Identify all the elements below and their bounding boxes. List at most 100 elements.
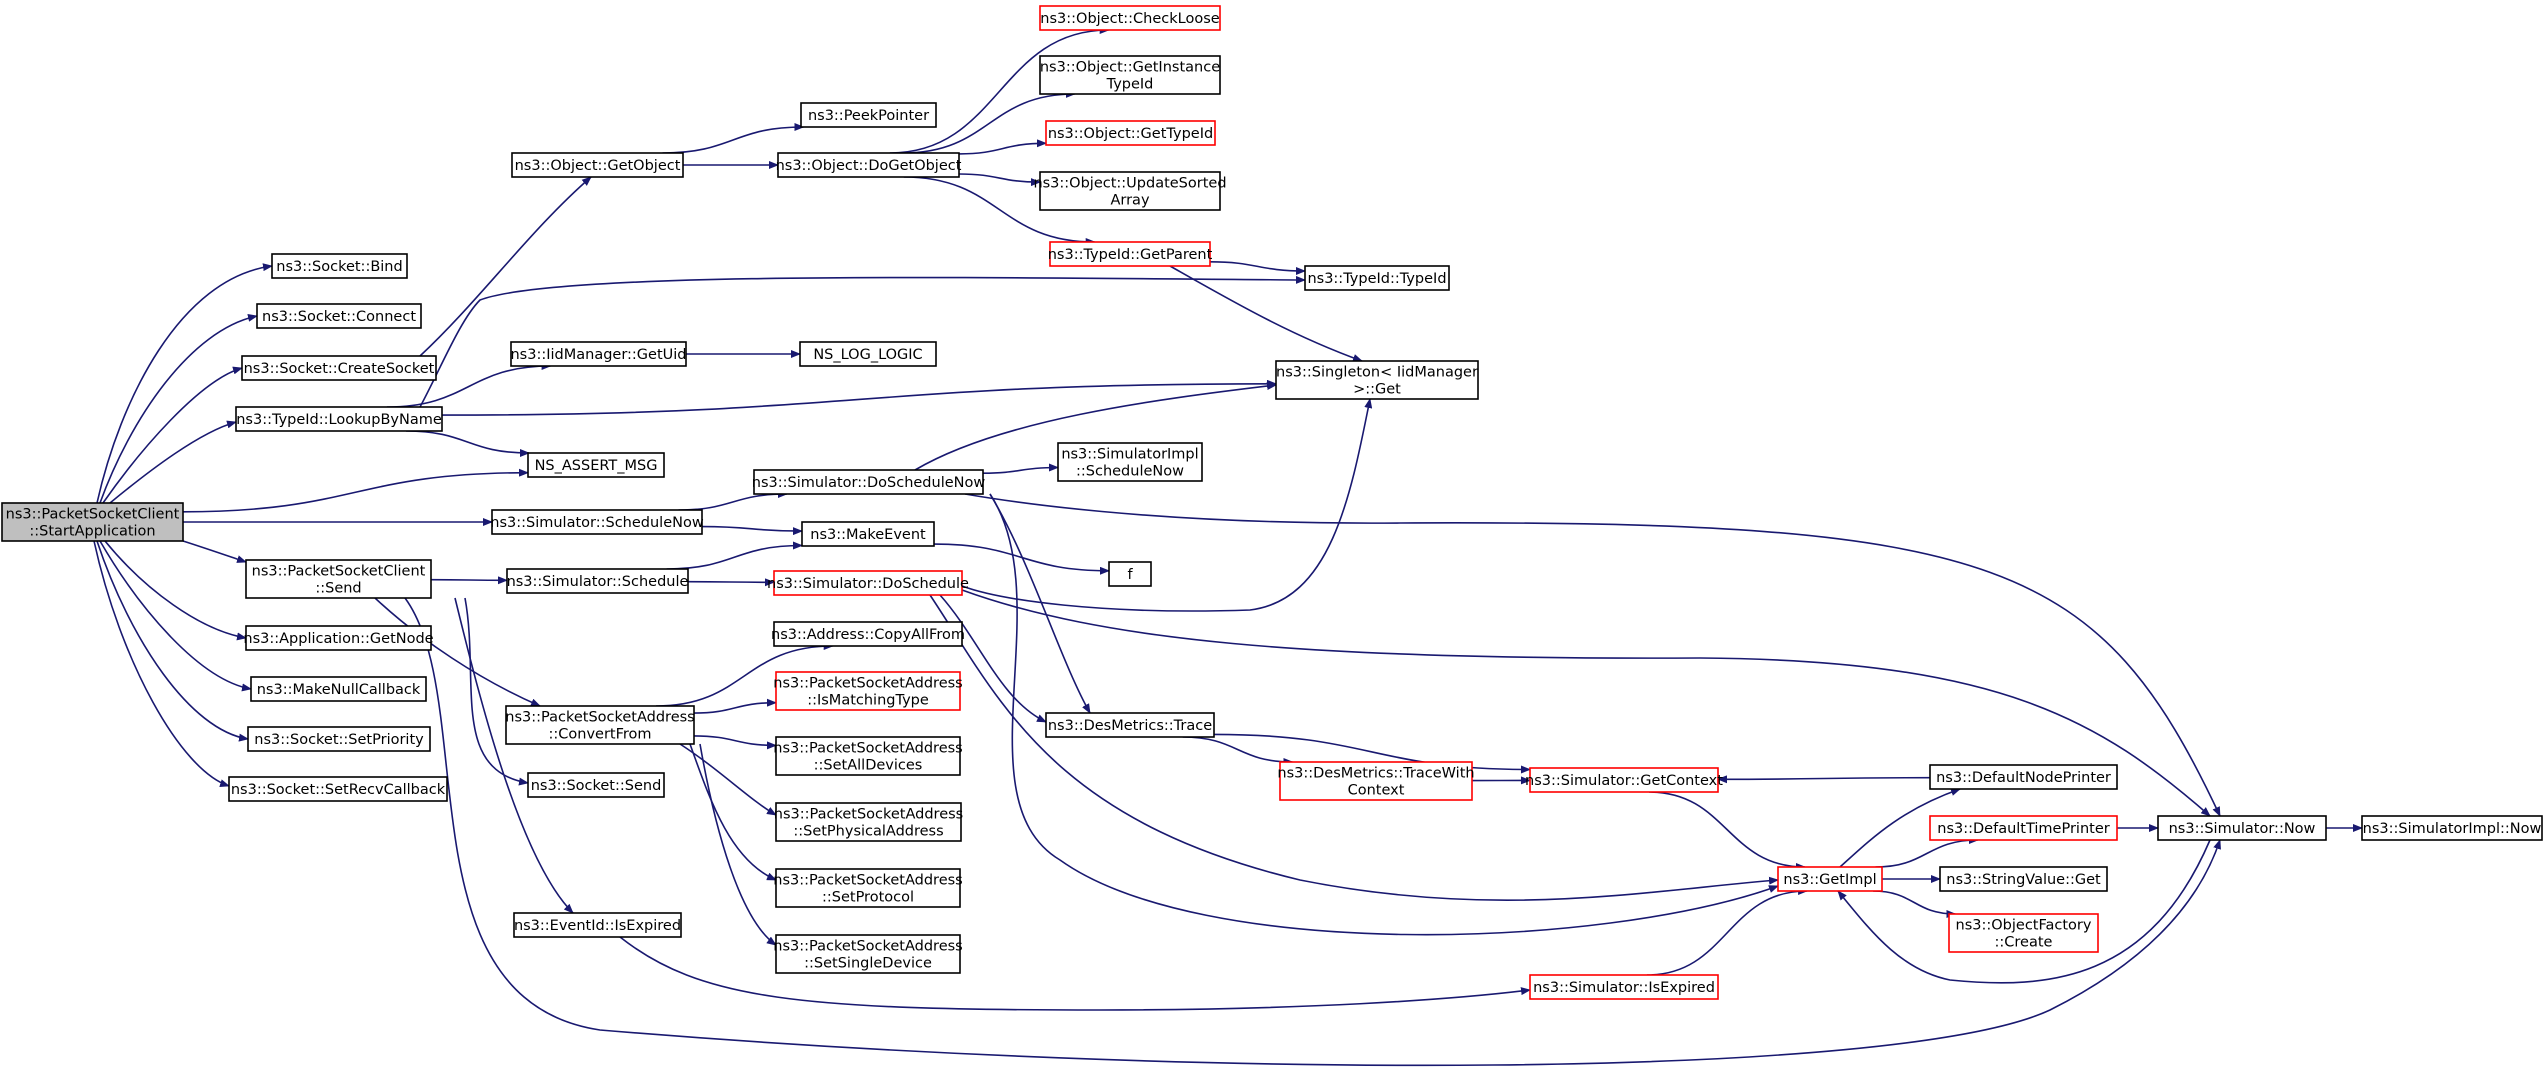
node-box-createsocket[interactable] [241, 355, 437, 381]
node-box-simimplnow[interactable] [2361, 815, 2543, 841]
node-box-ismatchingtype[interactable] [775, 671, 961, 711]
node-setrecvcb[interactable]: ns3::Socket::SetRecvCallback [228, 776, 448, 802]
node-checkloose[interactable]: ns3::Object::CheckLoose [1039, 5, 1221, 31]
node-f[interactable]: f [1108, 561, 1152, 587]
node-defnodeprinter[interactable]: ns3::DefaultNodePrinter [1929, 764, 2118, 790]
node-box-f[interactable] [1108, 561, 1152, 587]
node-iidgetuid[interactable]: ns3::IidManager::GetUid [510, 341, 687, 367]
node-box-updatesorted[interactable] [1039, 171, 1221, 211]
node-box-getinstancetid[interactable] [1039, 55, 1221, 95]
node-box-iidgetuid[interactable] [510, 341, 687, 367]
node-box-getcontext[interactable] [1529, 767, 1719, 793]
node-box-tracewithctx[interactable] [1279, 761, 1473, 801]
node-box-isexpired[interactable] [513, 912, 682, 938]
node-singletonget[interactable]: ns3::Singleton< IidManager >::Get [1275, 360, 1479, 400]
node-nslogic[interactable]: NS_LOG_LOGIC [799, 341, 937, 367]
node-ismatchingtype[interactable]: ns3::PacketSocketAddress::IsMatchingType [773, 671, 963, 711]
node-deftimeprinter[interactable]: ns3::DefaultTimePrinter [1929, 815, 2118, 841]
node-getnode[interactable]: ns3::Application::GetNode [243, 625, 434, 651]
node-setsingledev[interactable]: ns3::PacketSocketAddress::SetSingleDevic… [773, 934, 963, 974]
node-box-bind[interactable] [271, 253, 408, 279]
node-box-deftimeprinter[interactable] [1929, 815, 2118, 841]
node-assertmsg[interactable]: NS_ASSERT_MSG [527, 452, 665, 478]
node-box-singletonget[interactable] [1275, 360, 1479, 400]
node-getparent[interactable]: ns3::TypeId::GetParent [1048, 241, 1213, 267]
node-box-setphysaddr[interactable] [775, 802, 962, 842]
node-box-sched[interactable] [506, 568, 689, 594]
node-box-setprotocol[interactable] [775, 868, 961, 908]
node-box-nslogic[interactable] [799, 341, 937, 367]
node-dosched[interactable]: ns3::Simulator::DoSchedule [767, 570, 969, 596]
node-objgettypeid[interactable]: ns3::Object::GetTypeId [1045, 120, 1216, 146]
node-lookupbyname[interactable]: ns3::TypeId::LookupByName [235, 406, 443, 432]
node-box-connect[interactable] [256, 303, 422, 329]
node-box-checkloose[interactable] [1039, 5, 1221, 31]
node-sched[interactable]: ns3::Simulator::Schedule [506, 568, 689, 594]
node-box-getparent[interactable] [1049, 241, 1211, 267]
node-simimplnow[interactable]: ns3::SimulatorImpl::Now [2361, 815, 2543, 841]
node-box-copyallfrom[interactable] [773, 621, 963, 647]
node-box-setsingledev[interactable] [775, 934, 961, 974]
node-box-socketsend[interactable] [527, 772, 665, 798]
node-box-assertmsg[interactable] [527, 452, 665, 478]
node-stringvalueget[interactable]: ns3::StringValue::Get [1939, 866, 2108, 892]
node-box-root[interactable] [1, 502, 184, 542]
node-box-dosched[interactable] [773, 570, 963, 596]
node-send[interactable]: ns3::PacketSocketClient::Send [245, 559, 432, 599]
node-box-peekpointer[interactable] [800, 102, 937, 128]
node-setalldevices[interactable]: ns3::PacketSocketAddress::SetAllDevices [773, 736, 963, 776]
node-box-makeevent[interactable] [801, 521, 935, 547]
node-destrace[interactable]: ns3::DesMetrics::Trace [1045, 712, 1215, 738]
node-getcontext[interactable]: ns3::Simulator::GetContext [1525, 767, 1723, 793]
node-peekpointer[interactable]: ns3::PeekPointer [800, 102, 937, 128]
node-bind[interactable]: ns3::Socket::Bind [271, 253, 408, 279]
node-box-convertfrom[interactable] [505, 705, 695, 745]
node-simisexpired[interactable]: ns3::Simulator::IsExpired [1529, 974, 1719, 1000]
node-box-dogetobject[interactable] [777, 152, 960, 178]
node-box-getobject[interactable] [511, 152, 684, 178]
node-makenullcb[interactable]: ns3::MakeNullCallback [250, 676, 427, 702]
node-setpriority[interactable]: ns3::Socket::SetPriority [247, 726, 431, 752]
node-box-setpriority[interactable] [247, 726, 431, 752]
node-box-simimplschednow[interactable] [1057, 442, 1203, 482]
node-box-objgettypeid[interactable] [1045, 120, 1216, 146]
node-box-setalldevices[interactable] [775, 736, 961, 776]
node-getobject[interactable]: ns3::Object::GetObject [511, 152, 684, 178]
node-box-defnodeprinter[interactable] [1929, 764, 2118, 790]
node-box-destrace[interactable] [1045, 712, 1215, 738]
node-box-send[interactable] [245, 559, 432, 599]
node-copyallfrom[interactable]: ns3::Address::CopyAllFrom [771, 621, 965, 647]
node-objfactorycreate[interactable]: ns3::ObjectFactory::Create [1948, 913, 2099, 953]
node-createsocket[interactable]: ns3::Socket::CreateSocket [241, 355, 437, 381]
node-dogetobject[interactable]: ns3::Object::DoGetObject [776, 152, 962, 178]
node-box-getnode[interactable] [245, 625, 432, 651]
node-root[interactable]: ns3::PacketSocketClient::StartApplicatio… [1, 502, 184, 542]
node-doschedulenow[interactable]: ns3::Simulator::DoScheduleNow [752, 469, 986, 495]
node-box-schedulenow[interactable] [491, 509, 703, 535]
node-convertfrom[interactable]: ns3::PacketSocketAddress::ConvertFrom [505, 705, 695, 745]
node-box-simnow[interactable] [2157, 815, 2327, 841]
node-box-lookupbyname[interactable] [235, 406, 443, 432]
node-isexpired[interactable]: ns3::EventId::IsExpired [513, 912, 682, 938]
node-box-setrecvcb[interactable] [228, 776, 448, 802]
node-schedulenow[interactable]: ns3::Simulator::ScheduleNow [490, 509, 704, 535]
node-getimpl[interactable]: ns3::GetImpl [1777, 866, 1883, 892]
node-box-doschedulenow[interactable] [753, 469, 984, 495]
node-box-typeidtypeid[interactable] [1304, 265, 1450, 291]
node-simimplschednow[interactable]: ns3::SimulatorImpl::ScheduleNow [1057, 442, 1203, 482]
node-box-makenullcb[interactable] [250, 676, 427, 702]
node-box-simisexpired[interactable] [1529, 974, 1719, 1000]
node-box-stringvalueget[interactable] [1939, 866, 2108, 892]
node-makeevent[interactable]: ns3::MakeEvent [801, 521, 935, 547]
node-typeidtypeid[interactable]: ns3::TypeId::TypeId [1304, 265, 1450, 291]
node-box-getimpl[interactable] [1777, 866, 1883, 892]
node-setprotocol[interactable]: ns3::PacketSocketAddress::SetProtocol [773, 868, 963, 908]
node-socketsend[interactable]: ns3::Socket::Send [527, 772, 665, 798]
node-connect[interactable]: ns3::Socket::Connect [256, 303, 422, 329]
node-box-objfactorycreate[interactable] [1948, 913, 2099, 953]
node-setphysaddr[interactable]: ns3::PacketSocketAddress::SetPhysicalAdd… [774, 802, 963, 842]
node-simnow[interactable]: ns3::Simulator::Now [2157, 815, 2327, 841]
